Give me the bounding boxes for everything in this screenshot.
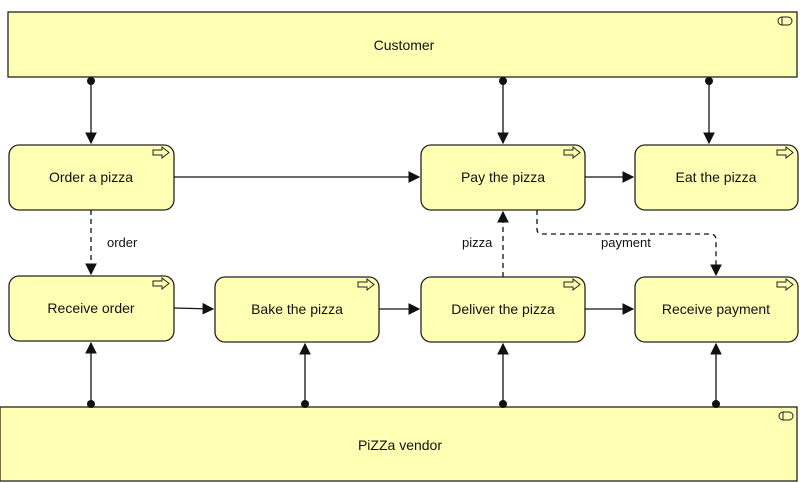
assignment-customer-pay xyxy=(497,77,509,145)
flow-label-payment: payment xyxy=(601,235,651,250)
assignment-vendor-deliver xyxy=(497,342,509,408)
process-arrow-icon xyxy=(357,277,375,292)
assignment-customer-order xyxy=(85,77,97,145)
process-order-label: Order a pizza xyxy=(49,169,133,185)
process-arrow-icon xyxy=(776,145,794,160)
assignment-vendor-receive-payment xyxy=(710,342,722,408)
actor-vendor[interactable]: PiZZa vendor xyxy=(0,406,798,482)
actor-customer-label: Customer xyxy=(374,37,435,53)
actor-vendor-label: PiZZa vendor xyxy=(358,437,442,453)
process-pay[interactable]: Pay the pizza xyxy=(420,144,586,211)
process-arrow-icon xyxy=(152,276,170,291)
process-arrow-icon xyxy=(152,145,170,160)
process-pay-label: Pay the pizza xyxy=(461,169,545,185)
actor-customer-box xyxy=(7,11,798,78)
process-order[interactable]: Order a pizza xyxy=(8,144,175,211)
actor-customer[interactable]: Customer xyxy=(7,11,798,78)
process-receive-payment-label: Receive payment xyxy=(662,301,770,317)
process-receive-order[interactable]: Receive order xyxy=(8,275,175,342)
process-deliver-label: Deliver the pizza xyxy=(451,301,555,317)
assignment-customer-eat xyxy=(703,77,715,145)
process-bake-label: Bake the pizza xyxy=(251,301,343,317)
role-icon xyxy=(777,16,793,26)
process-eat[interactable]: Eat the pizza xyxy=(634,144,799,211)
flow-receive-to-bake xyxy=(173,302,215,315)
flow-label-order: order xyxy=(107,235,138,250)
process-receive-payment[interactable]: Receive payment xyxy=(634,276,799,343)
process-bake[interactable]: Bake the pizza xyxy=(214,276,380,343)
flow-payment-info xyxy=(536,210,722,277)
process-receive-order-label: Receive order xyxy=(47,300,134,316)
role-icon xyxy=(778,411,794,421)
process-arrow-icon xyxy=(776,277,794,292)
process-arrow-icon xyxy=(563,145,581,160)
flow-label-pizza: pizza xyxy=(462,235,493,250)
actor-vendor-box xyxy=(0,406,798,482)
process-eat-label: Eat the pizza xyxy=(676,169,757,185)
process-arrow-icon xyxy=(563,277,581,292)
assignment-vendor-receive-order xyxy=(85,341,97,408)
assignment-vendor-bake xyxy=(299,342,311,408)
process-deliver[interactable]: Deliver the pizza xyxy=(420,276,586,343)
